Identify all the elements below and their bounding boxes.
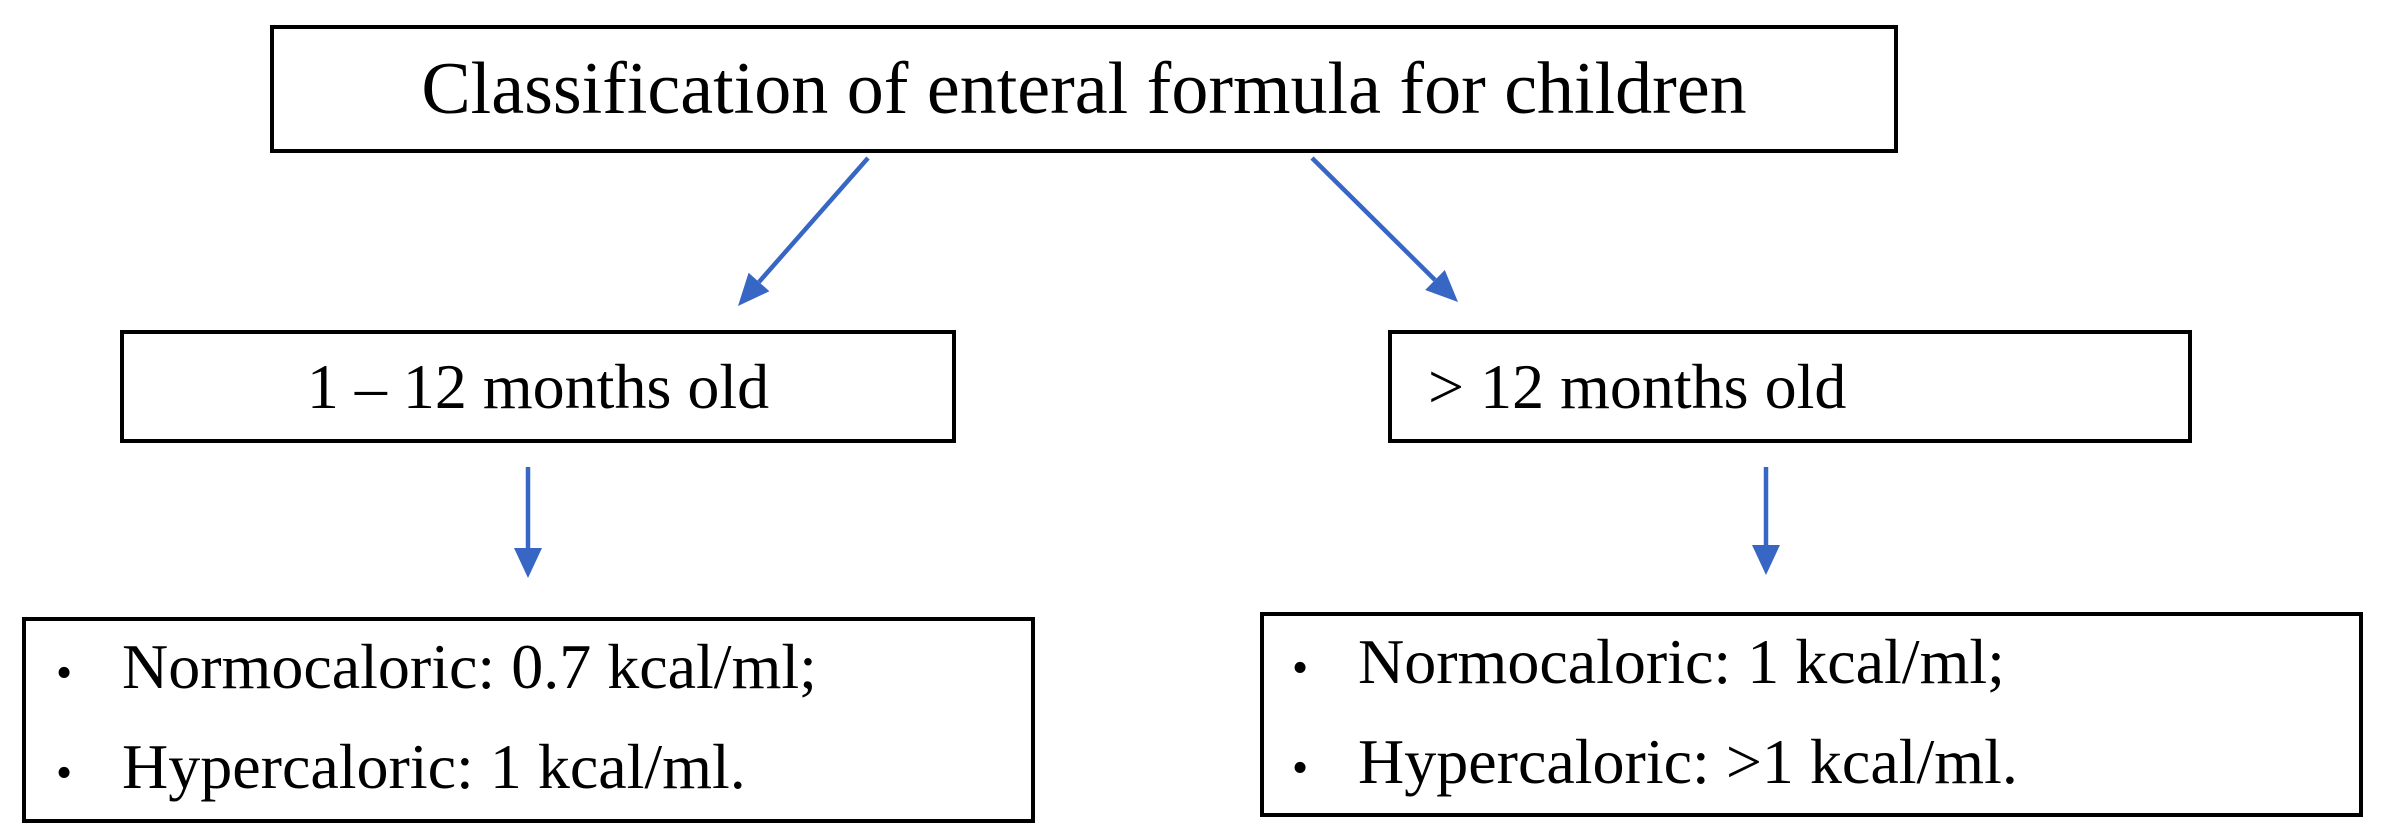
list-item: • Hypercaloric: 1 kcal/ml. <box>56 720 1031 820</box>
bullet-text: Normocaloric: 0.7 kcal/ml; <box>122 631 817 702</box>
diagram-title: Classification of enteral formula for ch… <box>421 47 1747 130</box>
branch-label: 1 – 12 months old <box>306 350 770 422</box>
arrow-line <box>757 156 870 284</box>
bullet-text: Hypercaloric: 1 kcal/ml. <box>122 731 746 802</box>
arrow-title-to-infant-icon <box>738 156 870 306</box>
bullet-text: Hypercaloric: >1 kcal/ml. <box>1358 725 2018 797</box>
arrow-title-to-older-icon <box>1310 156 1458 302</box>
list-item: • Normocaloric: 0.7 kcal/ml; <box>56 620 1031 720</box>
arrowhead-icon <box>1425 270 1458 302</box>
outcome-box-1-12-months: • Normocaloric: 0.7 kcal/ml; • Hypercalo… <box>22 617 1035 823</box>
outcome-box-over-12-months: • Normocaloric: 1 kcal/ml; • Hypercalori… <box>1260 612 2363 817</box>
branch-box-over-12-months: > 12 months old <box>1388 330 2192 443</box>
bullet-icon: • <box>1292 741 1309 793</box>
bullet-text: Normocaloric: 1 kcal/ml; <box>1358 625 2005 697</box>
bullet-icon: • <box>1292 641 1309 693</box>
arrow-line <box>1310 156 1437 282</box>
list-item: • Hypercaloric: >1 kcal/ml. <box>1292 715 2359 815</box>
list-item: • Normocaloric: 1 kcal/ml; <box>1292 615 2359 715</box>
bullet-icon: • <box>56 647 73 698</box>
branch-label: > 12 months old <box>1428 350 1847 422</box>
arrowhead-icon <box>738 272 770 306</box>
arrow-infant-to-outcome-icon <box>514 467 542 578</box>
branch-box-1-12-months: 1 – 12 months old <box>120 330 956 443</box>
arrow-older-to-outcome-icon <box>1752 467 1780 575</box>
title-box: Classification of enteral formula for ch… <box>270 25 1898 153</box>
arrowhead-icon <box>514 548 542 578</box>
arrowhead-icon <box>1752 545 1780 575</box>
bullet-icon: • <box>56 747 73 798</box>
